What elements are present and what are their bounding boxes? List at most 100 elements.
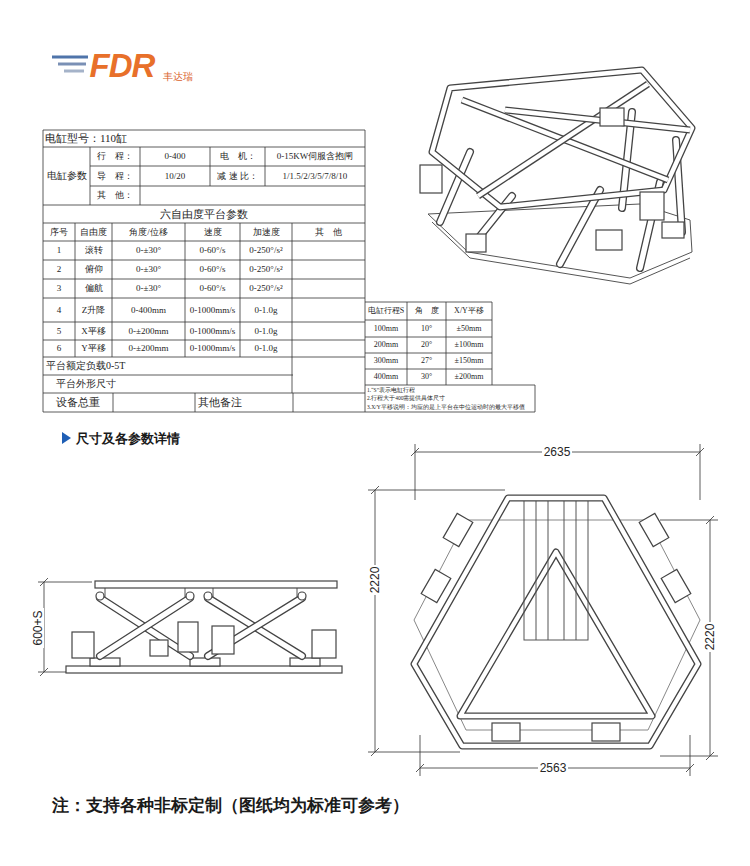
table-cell: 导 程：	[90, 166, 140, 186]
table-cell: 电缸参数	[43, 147, 90, 205]
table-rule	[90, 166, 365, 167]
table-cell: 加速度	[240, 223, 292, 241]
note-text: 3.X/Y平移说明：均应的是上平台在中位运动时的最大平移值	[367, 403, 533, 412]
table-rule	[365, 353, 492, 354]
label-text: X平移	[81, 327, 106, 336]
table-cell: 10°	[407, 320, 446, 337]
label-text: 200mm	[374, 341, 398, 349]
table-cell: 角 度	[407, 302, 446, 320]
table-rule	[492, 302, 493, 385]
label-text: 0-400mm	[131, 306, 166, 315]
label-text: 1	[57, 246, 62, 255]
label-text: 2	[57, 265, 62, 274]
table-rule	[43, 375, 293, 376]
table-cell: 0-1000mm/s	[185, 322, 240, 340]
table-rule	[90, 147, 91, 205]
label-text: 角度/位移	[129, 228, 168, 237]
table-cell: 1	[43, 241, 75, 260]
label-text: 30°	[421, 373, 432, 381]
table-cell: 其他备注	[198, 393, 292, 412]
table-cell: ±50mm	[446, 320, 492, 337]
label-text: 电缸参数	[47, 171, 87, 181]
table-rule	[365, 302, 492, 303]
table-cell: 400mm	[365, 369, 407, 385]
label-text: X/Y平移	[454, 307, 484, 315]
table-cell: ±150mm	[446, 353, 492, 369]
label-text: 3	[57, 284, 62, 293]
label-text: 10°	[421, 325, 432, 333]
table-rule	[43, 260, 365, 261]
dimension-lines	[38, 444, 718, 776]
label-text: 2220	[369, 565, 381, 596]
table-cell: 0-±200mm	[112, 340, 185, 357]
table-rule	[535, 385, 536, 412]
table-rule	[43, 412, 365, 413]
table-rule	[43, 223, 365, 224]
table-cell: 100mm	[365, 320, 407, 337]
table-rule	[43, 130, 44, 412]
table-rule	[365, 385, 535, 386]
label-text: 10/20	[165, 172, 186, 181]
table-cell: 平台额定负载0-5T	[46, 357, 291, 375]
table-cell: 设备总重	[43, 393, 113, 412]
table-rule	[43, 279, 365, 280]
table-cell: 0-60°/s	[185, 260, 240, 279]
label-text: 5	[57, 327, 62, 336]
table-rule	[43, 340, 365, 341]
table-cell: 0-400	[140, 147, 210, 166]
table-cell: ±200mm	[446, 369, 492, 385]
label-text: 加速度	[253, 228, 280, 237]
table-cell: 0-1.0g	[240, 298, 292, 322]
label-text: 0-±200mm	[129, 327, 169, 336]
table-rule	[43, 205, 365, 206]
label-text: 600+S	[32, 608, 44, 647]
table-rule	[195, 393, 196, 412]
label-text: 0-15KW伺服含抱闸	[277, 152, 354, 161]
label-text: 0-±30°	[136, 265, 161, 274]
isometric-view	[420, 70, 692, 284]
label-text: 3.X/Y平移说明：均应的是上平台在中位运动时的最大平移值	[367, 405, 525, 411]
table-cell: 27°	[407, 353, 446, 369]
label-text: 平台额定负载0-5T	[46, 361, 125, 371]
table-cell: 0-60°/s	[185, 279, 240, 298]
label-text: 尺寸及各参数详情	[76, 432, 180, 445]
table-rule	[43, 357, 365, 358]
note-text: 2.行程大于400需提供具体尺寸	[367, 395, 533, 404]
table-cell: 0-1.0g	[240, 322, 292, 340]
label-text: 2220	[704, 622, 716, 653]
table-cell: Z升降	[75, 298, 112, 322]
table-cell: 20°	[407, 337, 446, 353]
table-cell: 速度	[185, 223, 240, 241]
dimension-label: 2220	[368, 560, 382, 600]
label-text: 0-250°/s²	[249, 246, 282, 255]
label-text: 300mm	[374, 357, 398, 365]
label-text: 0-1.0g	[254, 306, 277, 315]
label-text: 减 速 比：	[217, 172, 258, 181]
table-rule	[112, 223, 113, 357]
table-cell: 4	[43, 298, 75, 322]
table-cell: 0-1000mm/s	[185, 340, 240, 357]
label-text: ±50mm	[457, 325, 482, 333]
table-cell: 0-1.0g	[240, 340, 292, 357]
label-text: 俯仰	[85, 265, 103, 274]
table-rule	[407, 302, 408, 385]
table-rule	[365, 337, 492, 338]
table-cell: 序号	[43, 223, 75, 241]
label-text: 速度	[204, 228, 222, 237]
table-rule	[43, 393, 365, 394]
label-text: 平台外形尺寸	[56, 379, 116, 389]
table-cell: 偏航	[75, 279, 112, 298]
table-rule	[446, 302, 447, 385]
table-rule	[43, 322, 365, 323]
table-rule	[365, 130, 366, 412]
label-text: 其他备注	[198, 397, 242, 408]
table-cell: 6	[43, 340, 75, 357]
table-rule	[365, 412, 535, 413]
top-view	[414, 498, 700, 746]
table-rule	[75, 223, 76, 357]
heading-marker	[62, 432, 71, 444]
note-text: 1.“S”表示电缸行程	[367, 386, 533, 395]
label-text: 1/1.5/2/3/5/7/8/10	[283, 172, 348, 181]
table-cell: 其 他	[292, 223, 365, 241]
label-text: 0-1000mm/s	[190, 327, 236, 336]
